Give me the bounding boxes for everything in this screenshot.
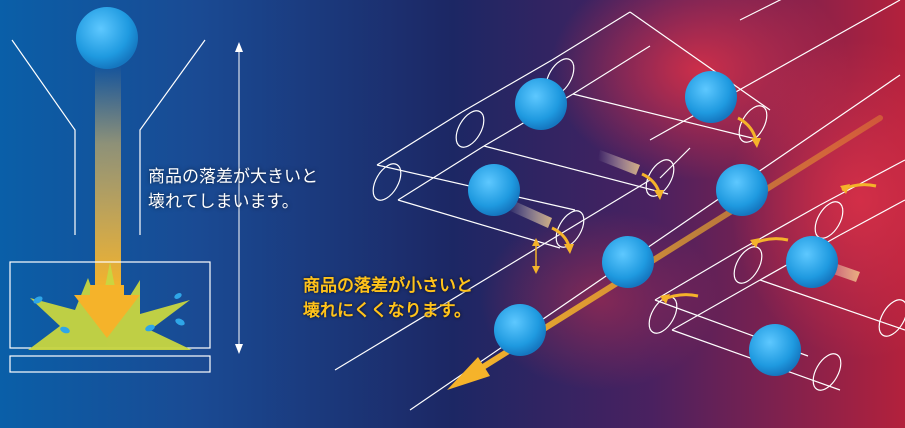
product-ball-icon	[494, 304, 546, 356]
small-drop-caption: 商品の落差が小さいと 壊れにくくなります。	[303, 274, 473, 323]
guide-line	[739, 0, 782, 21]
product-ball-icon	[515, 78, 567, 130]
chute-right-line	[139, 39, 206, 235]
guide-line	[649, 0, 901, 141]
product-ball-icon	[786, 236, 838, 288]
background-glow	[730, 40, 905, 360]
flow-arrow-head-icon	[447, 357, 490, 390]
arrow-up-icon	[235, 42, 243, 52]
conveyor-belt	[545, 11, 768, 143]
product-ball-icon	[602, 236, 654, 288]
guide-line	[409, 74, 901, 411]
conveyor-belt	[372, 111, 585, 249]
small-drop-caption-line1: 商品の落差が小さいと	[303, 276, 473, 296]
box-base	[9, 355, 211, 373]
background-glow	[480, 210, 720, 390]
droplet-icon	[174, 293, 182, 299]
chute-left-line	[11, 39, 76, 235]
down-arrow-icon	[74, 285, 140, 338]
product-ball-icon	[468, 164, 520, 216]
arrow-down-icon	[532, 266, 540, 274]
curved-arrow-icon	[737, 116, 758, 141]
fall-trail	[95, 65, 121, 290]
droplet-icon	[33, 296, 43, 304]
droplet-icon	[145, 324, 155, 332]
large-drop-caption: 商品の落差が大きいと 壊れてしまいます。	[148, 165, 318, 214]
transfer-arrows	[551, 116, 877, 304]
large-drop-caption-line2: 壊れてしまいます。	[148, 191, 299, 212]
conveyor-products	[468, 71, 838, 376]
arrow-up-icon	[532, 238, 540, 246]
small-drop-caption-line2: 壊れにくくなります。	[303, 300, 471, 321]
product-ball-icon	[685, 71, 737, 123]
small-drop-indicator	[532, 238, 540, 274]
large-drop-caption-line1: 商品の落差が大きいと	[148, 167, 318, 187]
conveyor-belt	[629, 11, 771, 179]
large-drop-diagram	[9, 7, 243, 373]
droplet-icon	[60, 326, 70, 334]
product-ball-icon	[749, 324, 801, 376]
arrow-down-icon	[235, 344, 243, 354]
droplet-icon	[175, 318, 185, 326]
guide-line	[334, 179, 651, 371]
product-ball-icon	[76, 7, 138, 69]
product-ball-icon	[716, 164, 768, 216]
